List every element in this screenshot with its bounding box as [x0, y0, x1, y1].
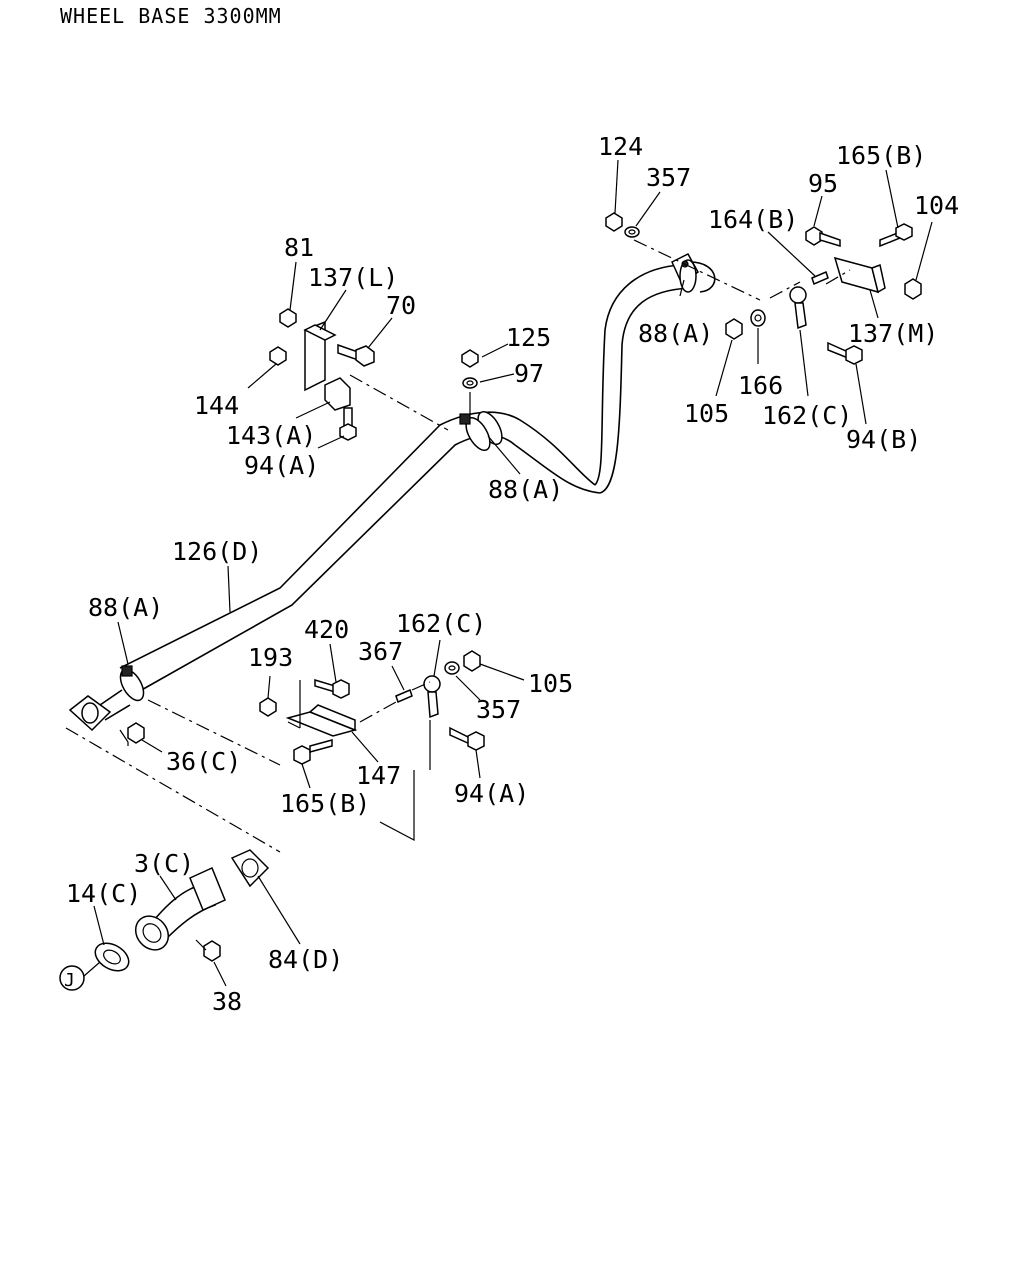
- callout-165b-bot: 165(B): [280, 789, 370, 818]
- callout-38: 38: [212, 987, 242, 1016]
- callout-j: J: [64, 970, 75, 991]
- callout-104: 104: [914, 191, 959, 220]
- bolt-165b-bot[interactable]: [293, 739, 333, 765]
- front-pipe-3c[interactable]: [129, 866, 226, 956]
- nut-105-top[interactable]: [725, 318, 743, 340]
- bolt-165b-top[interactable]: [879, 223, 913, 248]
- gasket-14c[interactable]: [90, 938, 133, 977]
- nut-105-bot[interactable]: [463, 650, 481, 672]
- callout-147: 147: [356, 761, 401, 790]
- nut-125[interactable]: [461, 349, 479, 368]
- bolt-95[interactable]: [805, 226, 841, 248]
- callout-367: 367: [358, 637, 403, 666]
- bolt-420[interactable]: [314, 678, 350, 699]
- washer-166[interactable]: [750, 309, 766, 327]
- callout-137m: 137(M): [848, 319, 938, 348]
- callout-88a-left: 88(A): [88, 593, 163, 622]
- nut-81[interactable]: [279, 308, 297, 328]
- bracket-137l[interactable]: [303, 320, 337, 392]
- nut-144[interactable]: [269, 346, 287, 366]
- callout-105-top: 105: [684, 399, 729, 428]
- callout-162c-top: 162(C): [762, 401, 852, 430]
- callout-97: 97: [514, 359, 544, 388]
- pipe-flange-left[interactable]: [68, 689, 131, 732]
- bolt-94b[interactable]: [827, 341, 863, 365]
- callout-105-bot: 105: [528, 669, 573, 698]
- callout-165b-top: 165(B): [836, 141, 926, 170]
- callout-36c: 36(C): [166, 747, 241, 776]
- nut-38[interactable]: [203, 940, 221, 962]
- callout-81: 81: [284, 233, 314, 262]
- leader-lines: [83, 159, 933, 987]
- callout-95: 95: [808, 169, 838, 198]
- nut-104[interactable]: [904, 278, 922, 300]
- callout-70: 70: [386, 291, 416, 320]
- callout-94a-top: 94(A): [244, 451, 319, 480]
- nut-193[interactable]: [259, 697, 277, 717]
- washer-97[interactable]: [462, 377, 478, 389]
- callout-88a-top: 88(A): [638, 319, 713, 348]
- bracket-147[interactable]: [285, 704, 358, 737]
- callout-88a-mid: 88(A): [488, 475, 563, 504]
- bolt-94a-bot[interactable]: [449, 726, 485, 751]
- exhaust-pipe[interactable]: [119, 261, 716, 693]
- nut-124[interactable]: [605, 212, 623, 232]
- pin-367[interactable]: [395, 688, 413, 704]
- callout-137l: 137(L): [308, 263, 398, 292]
- pin-164b[interactable]: [811, 270, 829, 286]
- callout-164b: 164(B): [708, 205, 798, 234]
- diagram-title: WHEEL BASE 3300MM: [60, 4, 282, 28]
- hanger-162c-top[interactable]: [789, 286, 807, 330]
- bracket-137m[interactable]: [833, 256, 886, 294]
- callout-124: 124: [598, 132, 643, 161]
- nut-36c[interactable]: [127, 722, 145, 744]
- callout-420: 420: [304, 615, 349, 644]
- bolt-70[interactable]: [337, 343, 375, 367]
- bolt-94a-top[interactable]: [339, 407, 357, 441]
- callout-94b: 94(B): [846, 425, 921, 454]
- hanger-162c-bot[interactable]: [423, 675, 441, 719]
- callout-144: 144: [194, 391, 239, 420]
- callout-94a-bot: 94(A): [454, 779, 529, 808]
- callout-126d: 126(D): [172, 537, 262, 566]
- bracket-143a[interactable]: [324, 377, 351, 411]
- callout-3c: 3(C): [134, 849, 194, 878]
- callout-357-bot: 357: [476, 695, 521, 724]
- callout-84d: 84(D): [268, 945, 343, 974]
- clamp-88a-left[interactable]: [116, 665, 149, 704]
- callout-166: 166: [738, 371, 783, 400]
- callout-143a: 143(A): [226, 421, 316, 450]
- washer-357-bot[interactable]: [444, 661, 460, 675]
- callout-193: 193: [248, 643, 293, 672]
- callout-162c-bot: 162(C): [396, 609, 486, 638]
- clamp-88a-mid[interactable]: [459, 408, 507, 454]
- callout-14c: 14(C): [66, 879, 141, 908]
- callout-125: 125: [506, 323, 551, 352]
- washer-357-top[interactable]: [624, 226, 640, 238]
- gasket-84d[interactable]: [230, 849, 270, 888]
- connector-j-icon[interactable]: [59, 965, 85, 991]
- callout-357-top: 357: [646, 163, 691, 192]
